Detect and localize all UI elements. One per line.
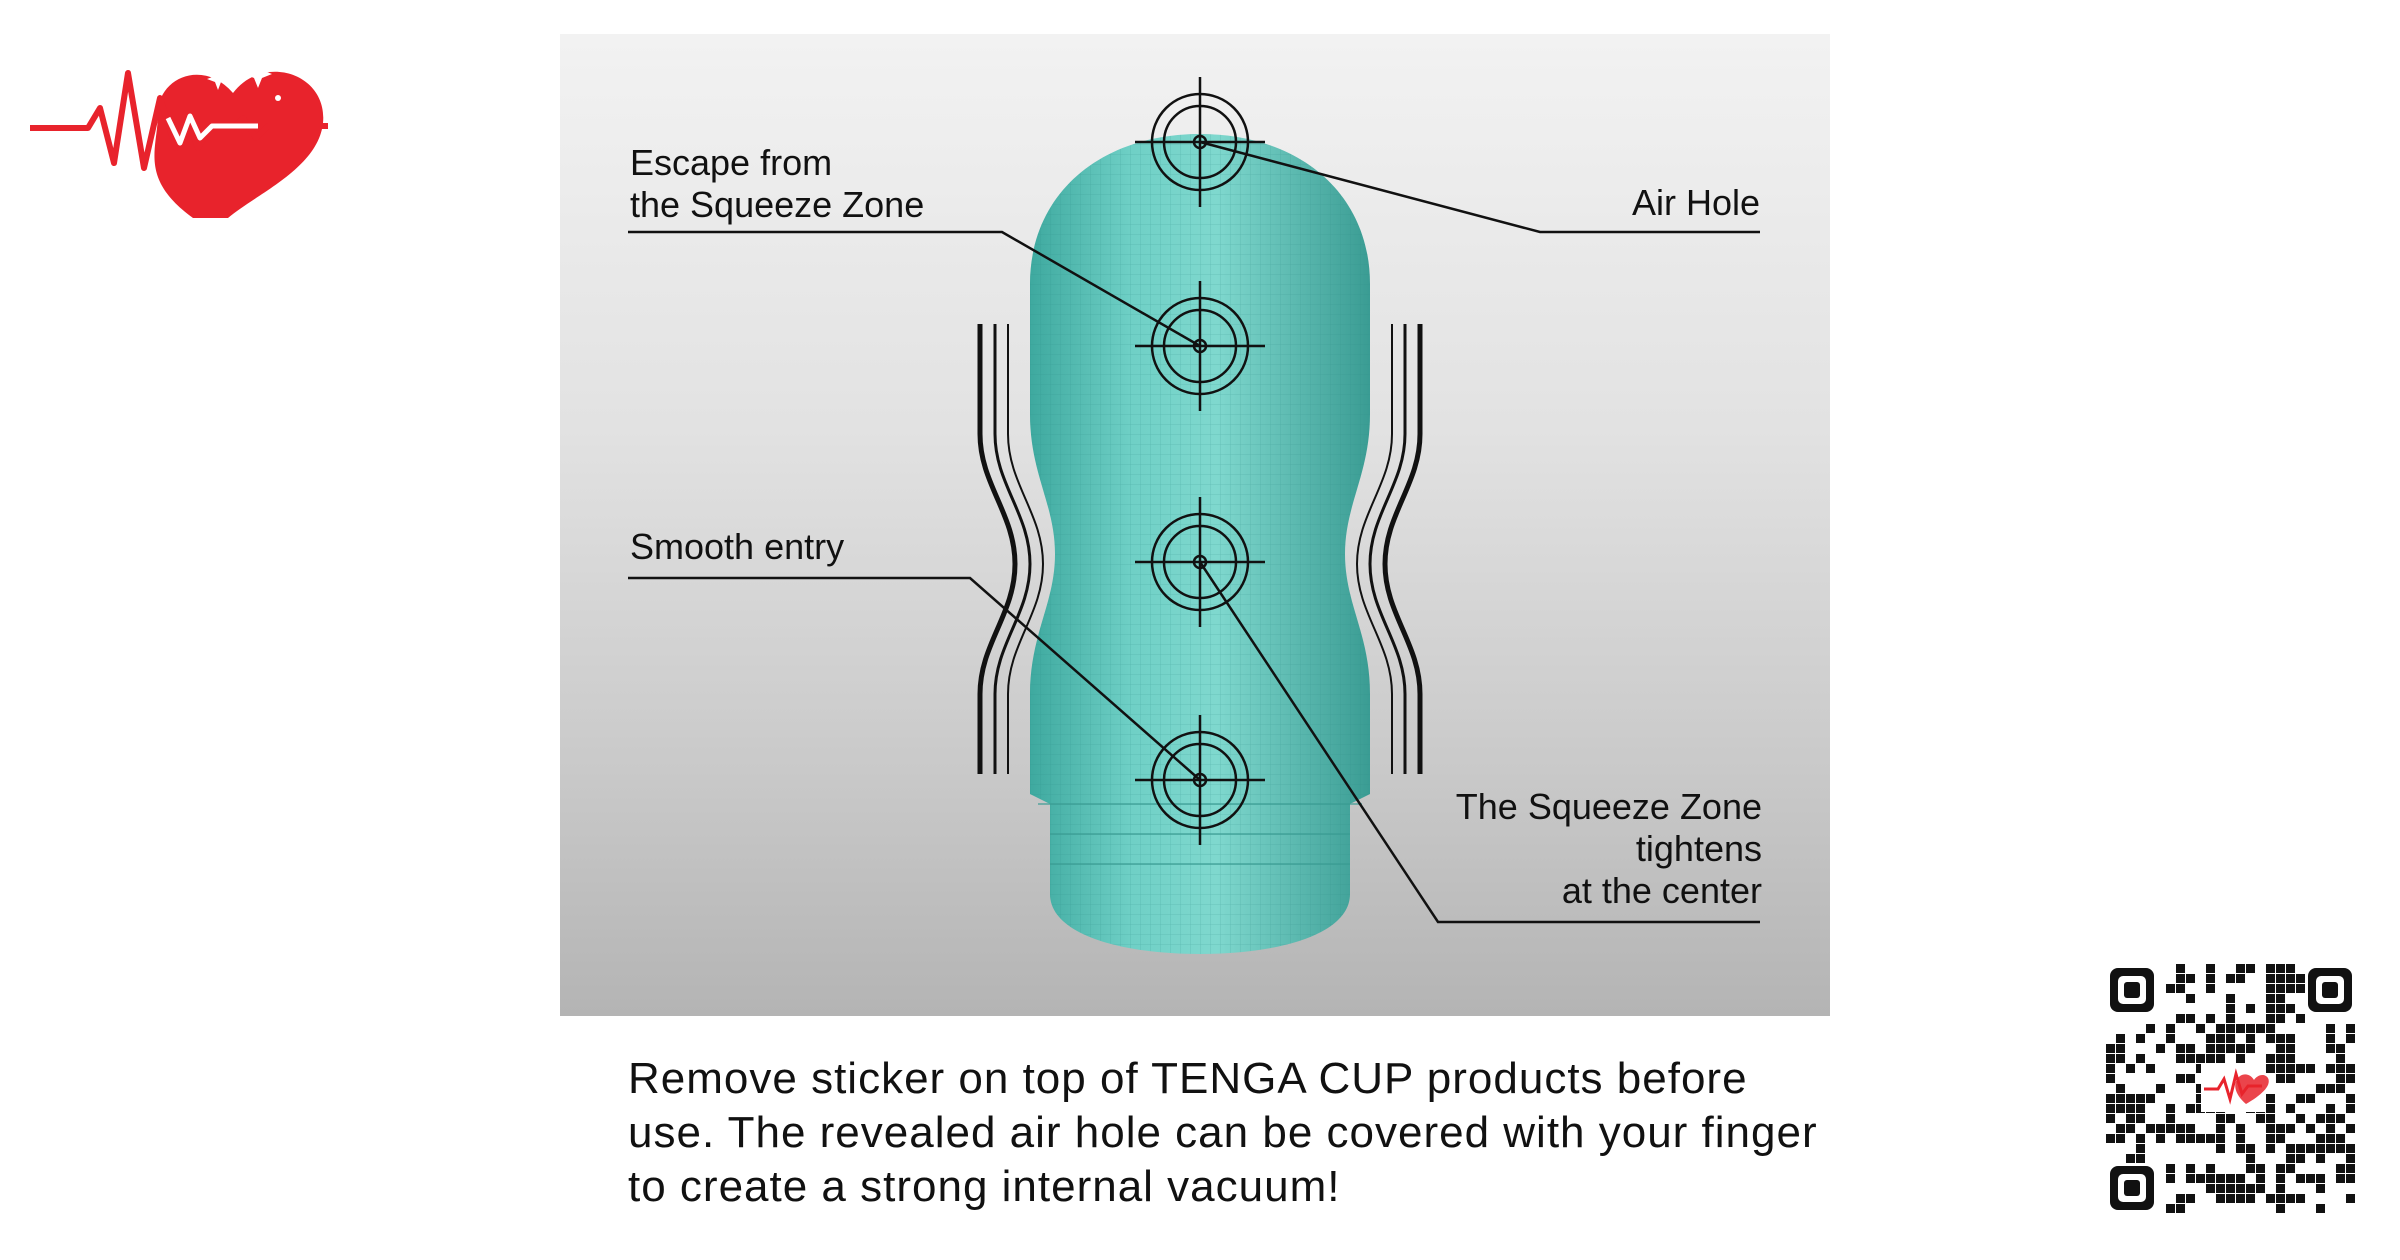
caption-text: Remove sticker on top of TENGA CUP produ… bbox=[628, 1054, 1818, 1211]
crosshair-air-hole-icon bbox=[1135, 77, 1265, 207]
squeeze-lines-left bbox=[977, 324, 1045, 774]
leader-lines bbox=[628, 140, 1760, 924]
cup-illustration bbox=[628, 77, 1760, 954]
label-smooth-entry: Smooth entry bbox=[630, 526, 845, 567]
label-air-hole: Air Hole bbox=[1631, 182, 1760, 223]
squeeze-lines-right bbox=[1355, 324, 1423, 774]
qr-code-icon bbox=[2106, 964, 2356, 1214]
heart-heartbeat-logo-icon bbox=[30, 60, 328, 218]
label-squeeze-zone-center: The Squeeze Zone tightens at the center bbox=[1455, 786, 1762, 911]
label-escape-squeeze-zone: Escape from the Squeeze Zone bbox=[630, 142, 925, 225]
cup-diagram: Escape from the Squeeze Zone Air Hole Sm… bbox=[560, 34, 1830, 1016]
